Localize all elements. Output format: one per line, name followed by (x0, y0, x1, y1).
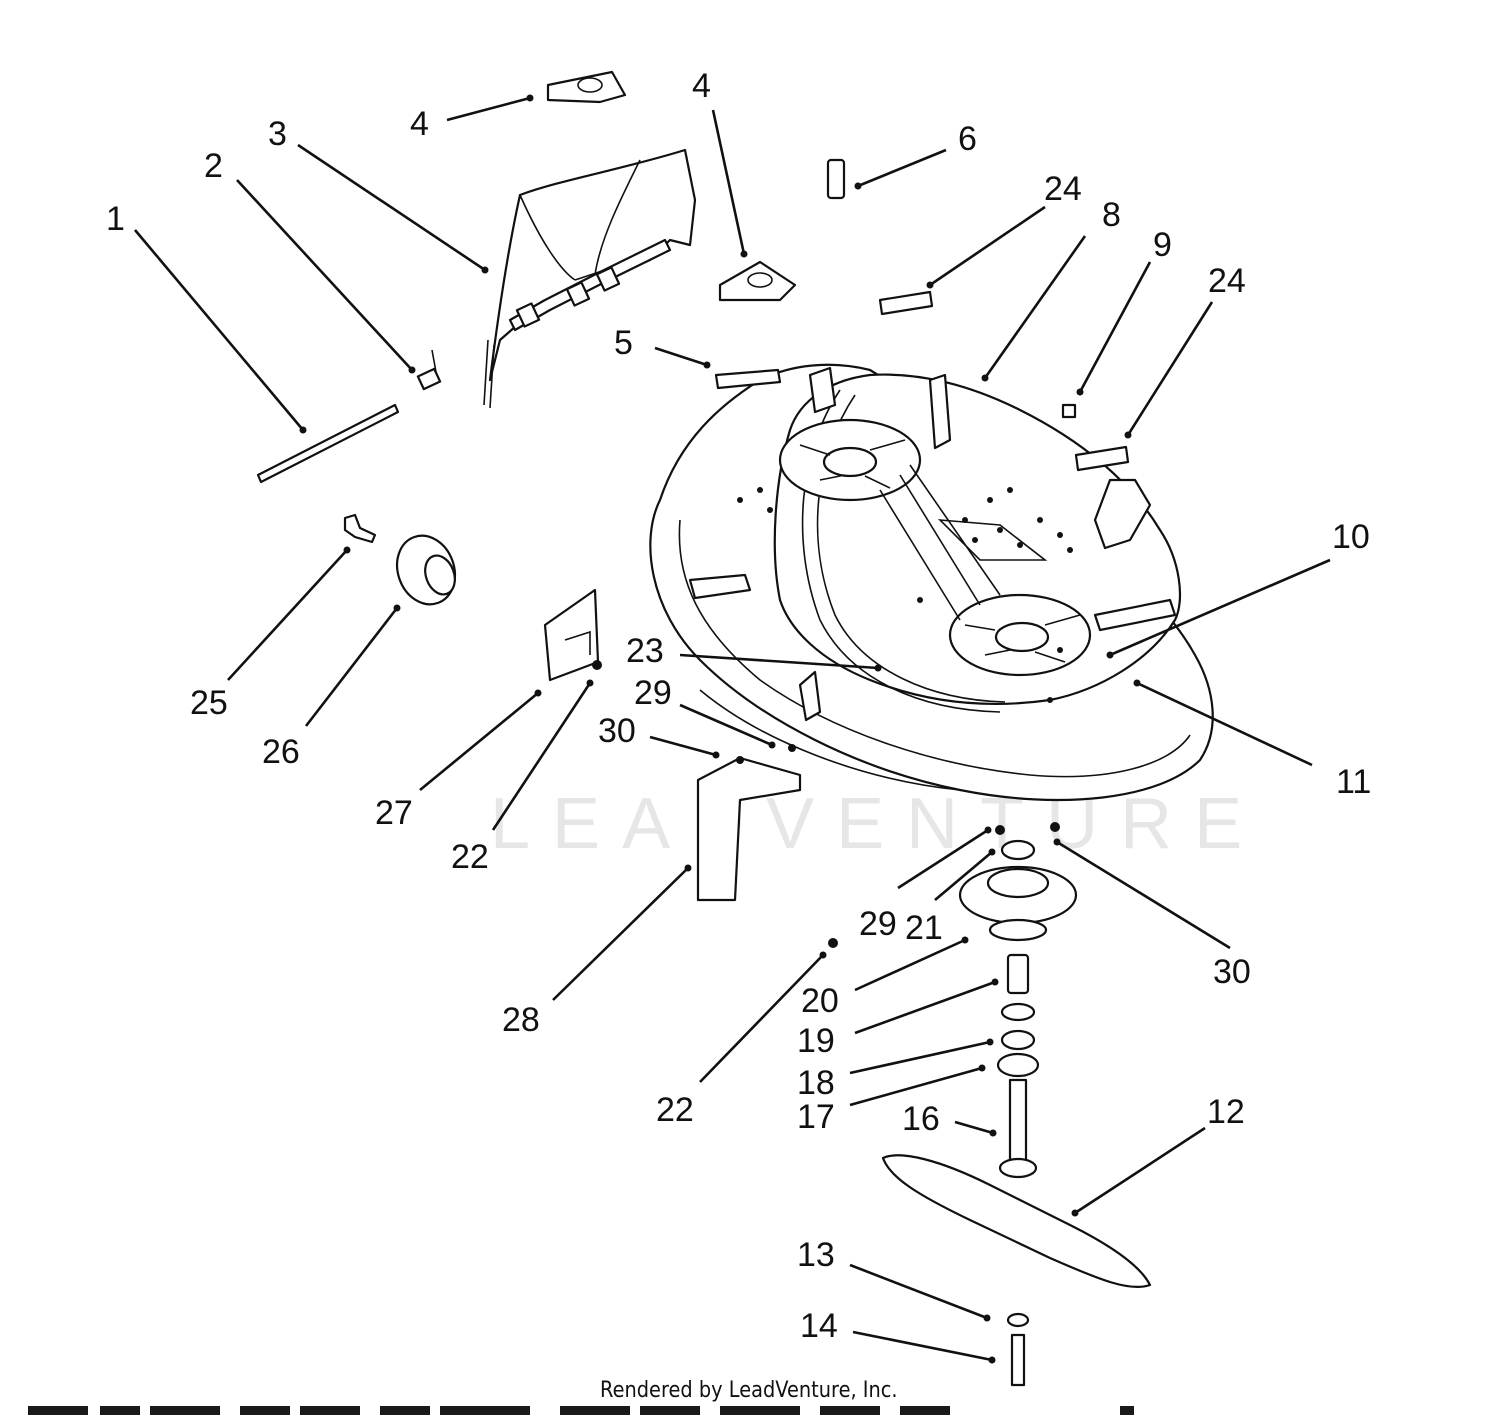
chute-rod (256, 403, 400, 484)
callout-29: 29 (634, 674, 672, 712)
callout-26: 26 (262, 733, 300, 771)
callout-12: 12 (1207, 1093, 1245, 1131)
cropped-banner-strip (0, 1406, 1500, 1415)
baffle-28 (696, 756, 802, 902)
callout-29: 29 (859, 905, 897, 943)
deck-assembly (649, 363, 1214, 802)
callout-21: 21 (905, 909, 943, 947)
callout-13: 13 (797, 1236, 835, 1274)
callout-22: 22 (451, 838, 489, 876)
callout-4: 4 (692, 67, 711, 105)
callout-6: 6 (958, 120, 977, 158)
callout-17: 17 (797, 1098, 835, 1136)
spindle-assembly (881, 822, 1152, 1387)
decal-5 (714, 368, 782, 390)
callout-1: 1 (106, 200, 125, 238)
callout-labels: 1 2 3 4 4 5 6 24 8 9 24 10 11 23 29 30 2… (106, 67, 1371, 1345)
callout-2: 2 (204, 147, 223, 185)
callout-5: 5 (614, 324, 633, 362)
hinge-pad-lower (718, 260, 797, 302)
pin-6 (826, 158, 846, 200)
bolt-9 (1061, 403, 1077, 419)
callout-30: 30 (1213, 953, 1251, 991)
discharge-chute (483, 148, 697, 409)
callout-25: 25 (190, 684, 228, 722)
callout-22: 22 (656, 1091, 694, 1129)
leader-ends (299, 94, 1141, 1364)
gauge-wheel (343, 513, 602, 682)
callout-27: 27 (375, 794, 413, 832)
watermark: LEADVENTURE (490, 784, 1264, 864)
decal-24b (1074, 445, 1130, 472)
credit-line: Rendered by LeadVenture, Inc. (600, 1378, 898, 1403)
callout-20: 20 (801, 982, 839, 1020)
callout-30: 30 (598, 712, 636, 750)
chute-spring (416, 349, 442, 391)
callout-28: 28 (502, 1001, 540, 1039)
callout-18: 18 (797, 1064, 835, 1102)
callout-4: 4 (410, 105, 429, 143)
callout-23: 23 (626, 632, 664, 670)
callout-10: 10 (1332, 518, 1370, 556)
callout-24: 24 (1208, 262, 1246, 300)
callout-8: 8 (1102, 196, 1121, 234)
callout-24: 24 (1044, 170, 1082, 208)
callout-19: 19 (797, 1022, 835, 1060)
callout-9: 9 (1153, 226, 1172, 264)
hinge-pad-upper (546, 70, 627, 104)
callout-16: 16 (902, 1100, 940, 1138)
callout-3: 3 (268, 115, 287, 153)
decal-24a (878, 290, 934, 316)
callout-11: 11 (1336, 763, 1371, 801)
leader-lines (134, 96, 1331, 1362)
callout-14: 14 (800, 1307, 838, 1345)
